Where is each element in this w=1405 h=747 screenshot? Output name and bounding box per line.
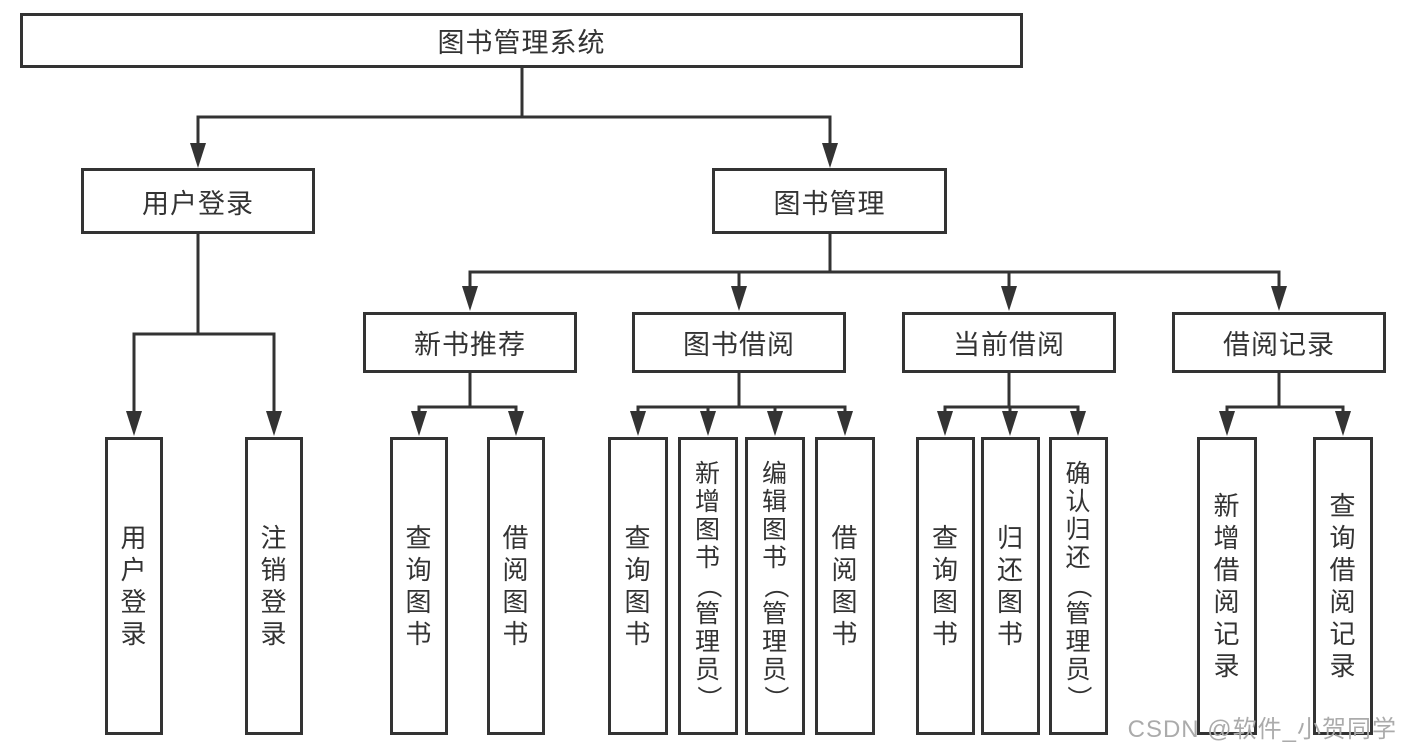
node-new-book-recommend: 新书推荐 xyxy=(363,312,577,373)
leaf-label: 新增图书（管理员） xyxy=(694,459,723,712)
node-user-login: 用户登录 xyxy=(81,168,315,234)
node-current-borrowing: 当前借阅 xyxy=(902,312,1116,373)
leaf-label: 编辑图书（管理员） xyxy=(761,459,790,712)
leaf-label: 借阅图书 xyxy=(502,523,530,649)
leaf-label: 注销登录 xyxy=(260,523,288,649)
leaf-borrowing-query-books: 查询图书 xyxy=(608,437,668,735)
leaf-edit-book-admin: 编辑图书（管理员） xyxy=(745,437,805,735)
leaf-label: 借阅图书 xyxy=(831,523,859,649)
node-book-management: 图书管理 xyxy=(712,168,947,234)
leaf-label: 查询图书 xyxy=(405,523,433,649)
leaf-label: 归还图书 xyxy=(996,523,1024,649)
leaf-label: 用户登录 xyxy=(120,523,148,649)
leaf-logout: 注销登录 xyxy=(245,437,303,735)
leaf-user-login: 用户登录 xyxy=(105,437,163,735)
leaf-label: 查询图书 xyxy=(624,523,652,649)
leaf-query-borrow-record: 查询借阅记录 xyxy=(1313,437,1373,735)
leaf-confirm-return-admin: 确认归还（管理员） xyxy=(1049,437,1108,735)
leaf-label: 新增借阅记录 xyxy=(1213,491,1241,681)
leaf-borrowing-borrow-books: 借阅图书 xyxy=(815,437,875,735)
leaf-label: 查询借阅记录 xyxy=(1329,491,1357,681)
leaf-return-books: 归还图书 xyxy=(981,437,1040,735)
node-library-management-system: 图书管理系统 xyxy=(20,13,1023,68)
leaf-add-book-admin: 新增图书（管理员） xyxy=(678,437,738,735)
leaf-add-borrow-record: 新增借阅记录 xyxy=(1197,437,1257,735)
leaf-label: 确认归还（管理员） xyxy=(1064,459,1093,712)
node-book-borrowing: 图书借阅 xyxy=(632,312,846,373)
watermark-text: CSDN @软件_小贺同学 xyxy=(1127,715,1397,743)
leaf-label: 查询图书 xyxy=(931,523,959,649)
leaf-recommend-query-books: 查询图书 xyxy=(390,437,448,735)
node-borrowing-records: 借阅记录 xyxy=(1172,312,1386,373)
leaf-current-query-books: 查询图书 xyxy=(916,437,975,735)
leaf-recommend-borrow-books: 借阅图书 xyxy=(487,437,545,735)
